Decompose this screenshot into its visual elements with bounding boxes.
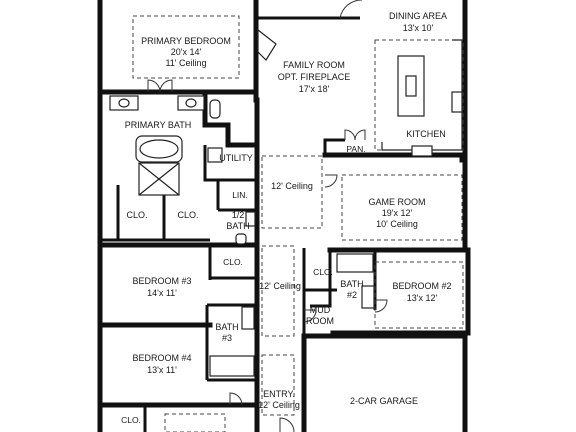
hall-ceiling-upper xyxy=(261,155,323,229)
primary-bedroom-name: PRIMARY BEDROOM xyxy=(141,36,231,46)
wall-utility xyxy=(203,145,257,182)
closet-3-name: CLO. xyxy=(223,257,243,267)
fireplace-icon xyxy=(257,28,277,61)
door-pantry xyxy=(344,129,356,141)
entry-note: 12' Ceiling xyxy=(258,400,300,410)
bedroom-2-name: BEDROOM #2 xyxy=(392,281,451,291)
game-room-size: 19'x 12' xyxy=(382,208,413,218)
hall-ceiling-lower-note: 12' Ceiling xyxy=(259,281,301,291)
kitchen-name: KITCHEN xyxy=(406,129,446,139)
washer-icon xyxy=(207,147,223,163)
primary-bath-name: PRIMARY BATH xyxy=(125,120,192,130)
kitchen-sink-icon xyxy=(405,75,417,97)
pantry-name: PAN. xyxy=(346,144,365,154)
wall-primary-bath-right xyxy=(202,89,260,148)
wall-bath2 xyxy=(310,250,332,308)
door-bedroom4 xyxy=(229,392,243,406)
half-bath-name-2: BATH xyxy=(226,221,249,231)
mud-room-name-2: ROOM xyxy=(306,316,334,326)
fixtures xyxy=(109,28,463,377)
bath-3-name-2: #3 xyxy=(222,333,232,343)
half-bath-toilet-icon xyxy=(235,233,247,245)
labels: PRIMARY BEDROOM 20'x 14' 11' Ceiling DIN… xyxy=(121,11,451,425)
bedroom-4-size: 13'x 11' xyxy=(147,365,177,375)
sink-right-icon xyxy=(185,98,197,108)
walls xyxy=(97,0,471,432)
door-family-slider xyxy=(339,0,363,19)
bath-2-name-2: #2 xyxy=(347,290,357,300)
bedroom-4-name: BEDROOM #4 xyxy=(132,353,191,363)
closet-1-name: CLO. xyxy=(126,210,147,220)
range-icon xyxy=(451,91,463,113)
doors xyxy=(147,0,388,432)
fridge-icon xyxy=(411,145,433,157)
closet-4-name: CLO. xyxy=(313,267,333,277)
hall-ceiling-upper-note: 12' Ceiling xyxy=(271,181,313,191)
linen-name: LIN. xyxy=(232,190,248,200)
bedroom-2-size: 13'x 12' xyxy=(407,293,438,303)
door-primary-bedroom-2 xyxy=(159,79,173,93)
bath-2-name: BATH xyxy=(340,279,363,289)
family-room-name: FAMILY ROOM xyxy=(283,60,345,70)
dining-area-name: DINING AREA xyxy=(389,11,447,21)
bedroom-3-size: 14'x 11' xyxy=(147,288,177,298)
utility-name: UTILITY xyxy=(219,153,253,163)
primary-bedroom-ceiling xyxy=(132,15,240,79)
family-room-note: OPT. FIREPLACE xyxy=(278,72,351,82)
ceiling-outlines xyxy=(132,15,464,432)
sink-left-icon xyxy=(118,98,130,108)
door-mud-room xyxy=(303,309,317,323)
mud-room-name: MUD xyxy=(310,305,331,315)
kitchen-island xyxy=(397,55,425,117)
family-room-size: 17'x 18' xyxy=(299,84,330,94)
wall-pantry xyxy=(323,138,345,155)
entry-ceiling xyxy=(261,354,295,416)
primary-bedroom-note: 11' Ceiling xyxy=(165,58,206,68)
bedroom4-ceiling xyxy=(164,413,226,432)
hall-ceiling-lower xyxy=(261,245,295,337)
bath3-sink-icon xyxy=(241,306,255,330)
bedroom2-ceiling xyxy=(374,261,464,329)
closet-5-name: CLO. xyxy=(121,415,141,425)
door-entry xyxy=(279,417,295,432)
bedroom-3-name: BEDROOM #3 xyxy=(132,276,191,286)
tub-basin-icon xyxy=(139,139,179,159)
game-room-ceiling xyxy=(341,174,463,241)
shower-x2 xyxy=(138,162,180,196)
garage-name: 2-CAR GARAGE xyxy=(350,396,418,406)
entry-name: ENTRY. xyxy=(263,389,295,399)
half-bath-name: 1/2 xyxy=(232,210,245,220)
dining-area-size: 13'x 10' xyxy=(403,23,434,33)
game-room-note: 10' Ceiling xyxy=(376,219,418,229)
bath-3-name: BATH xyxy=(215,322,238,332)
door-bedroom2 xyxy=(374,299,388,313)
door-pantry-2 xyxy=(354,129,366,141)
door-game-room xyxy=(324,174,338,188)
bath2-sink-icon xyxy=(361,285,375,309)
game-room-name: GAME ROOM xyxy=(368,197,425,207)
bath2-tub-icon xyxy=(336,253,374,273)
toilet-primary-icon xyxy=(209,99,221,119)
closet-2-name: CLO. xyxy=(177,210,198,220)
bath3-tub-icon xyxy=(209,355,255,377)
primary-bedroom-size: 20'x 14' xyxy=(171,47,202,57)
kitchen-counter xyxy=(381,39,463,151)
half-bath-sink-icon xyxy=(245,211,256,227)
wall-garage xyxy=(301,333,468,432)
